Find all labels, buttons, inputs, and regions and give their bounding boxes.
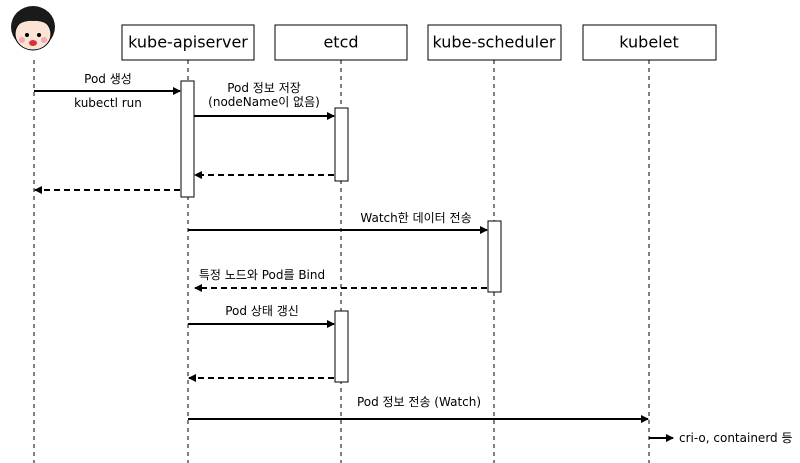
runtime-note-label: cri-o, containerd 등	[679, 431, 793, 445]
participant-apiserver: kube-apiserver	[121, 24, 255, 61]
message-pod-status-update: Pod 상태 갱신	[188, 304, 335, 328]
participant-kubelet: kubelet	[582, 24, 717, 61]
activation-etcd	[334, 310, 349, 383]
participant-scheduler: kube-scheduler	[427, 24, 562, 61]
participant-label: kube-scheduler	[433, 33, 556, 52]
message-watch-data: Watch한 데이터 전송	[188, 211, 488, 234]
message-pod-create: Pod 생성 kubectl run	[34, 72, 181, 110]
message-store-pod-info: Pod 정보 저장 (nodeName이 없음)	[194, 81, 335, 120]
message-label: Pod 상태 갱신	[225, 304, 299, 318]
message-sublabel: kubectl run	[74, 96, 142, 110]
participant-label: kube-apiserver	[128, 33, 248, 52]
participant-label: kubelet	[619, 33, 678, 52]
message-label: 특정 노드와 Pod를 Bind	[199, 268, 325, 282]
message-label: Pod 정보 저장	[227, 81, 301, 95]
activation-apiserver	[180, 80, 195, 198]
activation-scheduler	[487, 220, 502, 293]
message-label: Watch한 데이터 전송	[360, 211, 471, 225]
user-avatar-icon	[11, 6, 55, 51]
message-send-pod-info: Pod 정보 전송 (Watch)	[188, 395, 649, 423]
message-label: (nodeName이 없음)	[208, 95, 320, 109]
participant-label: etcd	[323, 33, 358, 52]
message-bind: 특정 노드와 Pod를 Bind	[194, 268, 487, 292]
activation-etcd	[334, 107, 349, 182]
participant-etcd: etcd	[274, 24, 408, 61]
message-container-runtime: cri-o, containerd 등	[649, 431, 793, 445]
message-label: Pod 정보 전송 (Watch)	[357, 395, 481, 409]
message-label: Pod 생성	[84, 72, 132, 86]
